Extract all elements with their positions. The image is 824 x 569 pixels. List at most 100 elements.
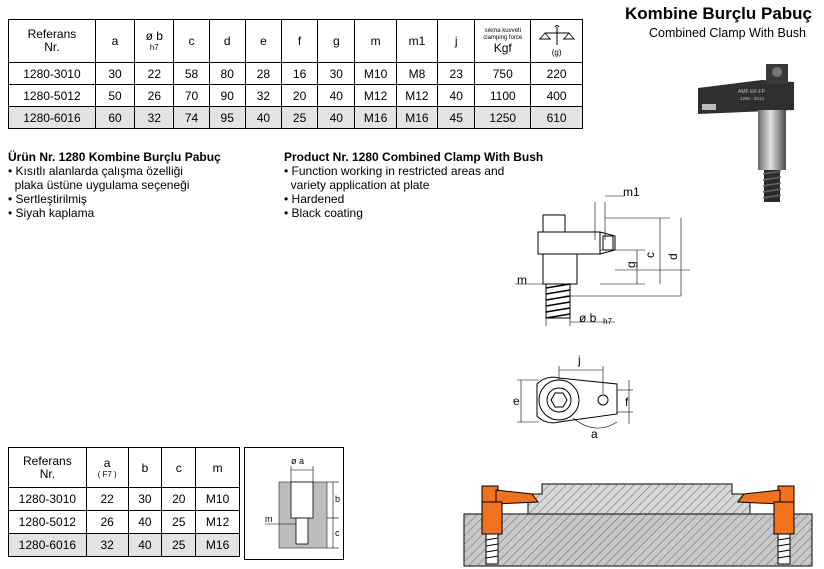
top-label-j: j [577, 353, 581, 367]
drawing-top-view: j e f a [513, 353, 633, 441]
header-ref: Referans Nr. [8, 19, 96, 63]
spec-cell-m: M10 [354, 62, 397, 85]
description-item: • Hardened [284, 192, 345, 206]
spec-cell-m: M16 [354, 106, 397, 129]
bush-cell-c: 25 [161, 533, 197, 557]
bore-label-a: ø a [291, 456, 304, 466]
spec-cell-weight: 400 [530, 84, 583, 107]
spec-cell-e: 32 [244, 84, 283, 107]
bush-cell-a: 22 [85, 487, 129, 511]
bore-label-m: m [265, 514, 273, 524]
header-weight: (g) [530, 19, 583, 63]
spec-cell-g: 30 [317, 62, 356, 85]
top-label-e: e [513, 394, 520, 408]
description-item: variety application at plate [284, 178, 430, 192]
side-label-c: c [643, 252, 657, 258]
top-label-f: f [625, 395, 629, 409]
side-label-b-sub: h7 [603, 317, 612, 326]
spec-cell-f: 25 [280, 106, 319, 129]
bush-cell-b: 30 [127, 487, 163, 511]
spec-cell-d: 80 [208, 62, 246, 85]
header-g: g [317, 19, 356, 63]
description-item: • Sertleştirilmiş [8, 192, 87, 206]
spec-cell-j: 40 [437, 84, 476, 107]
spec-cell-j: 23 [437, 62, 476, 85]
bush-cell-m: M16 [195, 533, 240, 557]
spec-cell-g: 40 [317, 84, 356, 107]
product-label-1: AMF ER-FP [738, 89, 766, 95]
bore-drawing: ø a b c m [265, 456, 340, 549]
header-e: e [244, 19, 283, 63]
bush-header-ref: Referans Nr. [8, 447, 87, 488]
application-illustration [463, 483, 813, 567]
spec-cell-a: 50 [94, 84, 136, 107]
bush-cell-ref: 1280-5012 [8, 510, 87, 534]
spec-cell-force: 750 [474, 62, 532, 85]
header-d: d [208, 19, 246, 63]
spec-cell-force: 1250 [474, 106, 532, 129]
drawing-side-view: m1 c d g m ø b h7 [515, 185, 690, 326]
bush-cell-a: 26 [85, 510, 129, 534]
spec-cell-a: 60 [94, 106, 136, 129]
spec-cell-c: 74 [173, 106, 210, 129]
side-label-d: d [666, 253, 680, 260]
bush-cell-c: 25 [161, 510, 197, 534]
side-label-g: g [624, 261, 638, 268]
page-title: Kombine Burçlu Pabuç [624, 4, 812, 23]
spec-cell-m: M12 [354, 84, 397, 107]
header-force: sıkma kuvveti clamping force Kgf [474, 19, 532, 63]
bush-header-m: m [195, 447, 240, 488]
bush-cell-m: M12 [195, 510, 240, 534]
spec-cell-c: 58 [173, 62, 210, 85]
bore-drawing-box: ø a b c m [244, 447, 344, 560]
bore-label-b: b [335, 494, 340, 504]
bush-header-a: a ( F7 ) [85, 447, 129, 488]
spec-header-row: Referans Nr. a ø b h7 c d e f g m m1 j s… [8, 19, 583, 63]
header-a: a [94, 19, 136, 63]
description-item: plaka üstüne uygulama seçeneği [8, 178, 190, 192]
bush-cell-c: 20 [161, 487, 197, 511]
page-subtitle: Combined Clamp With Bush [648, 26, 806, 40]
spec-cell-force: 1100 [474, 84, 532, 107]
bush-cell-m: M10 [195, 487, 240, 511]
header-j: j [437, 19, 476, 63]
bush-cell-a: 32 [85, 533, 129, 557]
spec-table: Referans Nr. a ø b h7 c d e f g m m1 j s… [8, 19, 583, 129]
header-m: m [354, 19, 397, 63]
spec-cell-m1: M12 [395, 84, 439, 107]
bush-cell-ref: 1280-6016 [8, 533, 87, 557]
spec-cell-e: 40 [244, 106, 283, 129]
description-item: • Black coating [284, 206, 363, 220]
header-b: ø b h7 [134, 19, 175, 63]
description-tr-heading: Ürün Nr. 1280 Kombine Burçlu Pabuç [8, 150, 221, 164]
spec-cell-f: 16 [280, 62, 319, 85]
bush-header-b: b [127, 447, 163, 488]
product-image: AMF ER-FP 1280 - 5012 [698, 64, 794, 202]
spec-cell-b: 32 [134, 106, 175, 129]
spec-cell-b: 26 [134, 84, 175, 107]
spec-cell-ref: 1280-5012 [8, 84, 96, 107]
spec-cell-m1: M8 [395, 62, 439, 85]
bush-cell-ref: 1280-3010 [8, 487, 87, 511]
spec-cell-ref: 1280-3010 [8, 62, 96, 85]
top-label-a: a [591, 427, 598, 441]
spec-cell-ref: 1280-6016 [8, 106, 96, 129]
spec-cell-f: 20 [280, 84, 319, 107]
spec-cell-d: 90 [208, 84, 246, 107]
spec-cell-g: 40 [317, 106, 356, 129]
spec-cell-m1: M16 [395, 106, 439, 129]
description-en-list: • Function working in restricted areas a… [284, 164, 543, 220]
bush-cell-b: 40 [127, 510, 163, 534]
bush-header-row: Referans Nr. a ( F7 ) b c m [8, 447, 240, 488]
spec-cell-d: 95 [208, 106, 246, 129]
spec-cell-e: 28 [244, 62, 283, 85]
product-label-2: 1280 - 5012 [740, 96, 765, 101]
description-item: • Function working in restricted areas a… [284, 164, 505, 178]
spec-cell-a: 30 [94, 62, 136, 85]
spec-cell-c: 70 [173, 84, 210, 107]
